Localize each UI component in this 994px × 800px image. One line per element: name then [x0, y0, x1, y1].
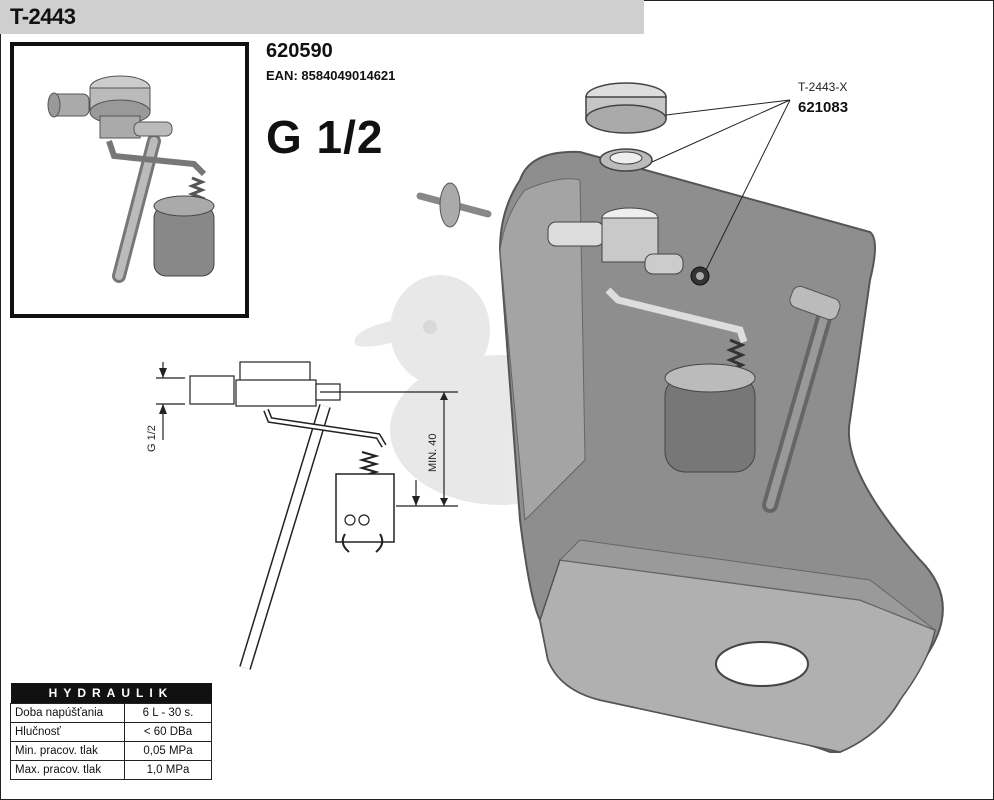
row-label: Hlučnosť	[10, 722, 125, 742]
product-number: 620590	[266, 40, 333, 62]
min-height-dimension-label: MIN. 40	[427, 433, 439, 472]
table-row: Max. pracov. tlak 1,0 MPa	[10, 760, 212, 780]
dimension-drawing	[156, 361, 458, 670]
table-row: Min. pracov. tlak 0,05 MPa	[10, 741, 212, 761]
header-bar	[0, 0, 644, 34]
table-row: Doba napúšťania 6 L - 30 s.	[10, 703, 212, 723]
row-label: Min. pracov. tlak	[10, 741, 125, 761]
row-value: 6 L - 30 s.	[124, 703, 212, 723]
ean-code: EAN: 8584049014621	[266, 68, 396, 83]
seal-ring-part	[599, 148, 653, 172]
product-code-title: T-2443	[10, 4, 76, 29]
row-label: Doba napúšťania	[10, 703, 125, 723]
cap-part	[585, 82, 667, 134]
fill-valve-thumbnail	[47, 75, 215, 283]
thread-size: G 1/2	[266, 111, 384, 163]
hydraulik-table: HYDRAULIK Doba napúšťania 6 L - 30 s. Hl…	[10, 683, 212, 780]
row-value: 0,05 MPa	[124, 741, 212, 761]
dimension-arrows	[159, 368, 448, 506]
row-label: Max. pracov. tlak	[10, 760, 125, 780]
thread-dimension-label: G 1/2	[146, 425, 158, 452]
row-value: 1,0 MPa	[124, 760, 212, 780]
fixing-bolt-part	[416, 182, 492, 228]
table-title: HYDRAULIK	[10, 683, 212, 704]
row-value: < 60 DBa	[124, 722, 212, 742]
spare-part-number: 621083	[798, 99, 849, 116]
product-thumbnail-box	[10, 42, 249, 318]
valve-in-tank	[547, 207, 841, 513]
table-row: Hlučnosť < 60 DBa	[10, 722, 212, 742]
spare-part-code: T-2443-X	[798, 80, 848, 94]
leader-lines	[651, 99, 791, 271]
washer-part	[690, 266, 710, 286]
